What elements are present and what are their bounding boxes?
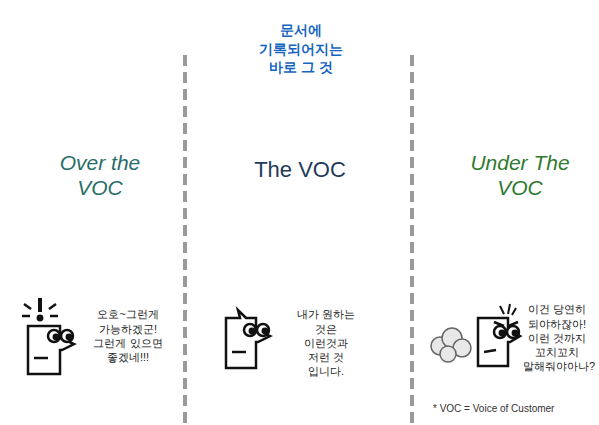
footnote: * VOC = Voice of Customer bbox=[433, 403, 554, 414]
region-ellipse bbox=[273, 56, 597, 272]
region-title: The VOC bbox=[220, 157, 380, 183]
divider-lines bbox=[185, 55, 412, 425]
region-title: Under The VOC bbox=[470, 150, 570, 200]
speech-bubble: 내가 원하는 것은 이런것과 저런 것 입니다. bbox=[290, 300, 362, 386]
speech-bubble: 이건 당연히 되야하잖아! 이런 것까지 꼬치꼬치 말해줘야아나? bbox=[518, 292, 596, 384]
speech-text: 내가 원하는 것은 이런것과 저런 것 입니다. bbox=[295, 307, 357, 378]
divider-line bbox=[183, 55, 187, 425]
annoyed-face bbox=[431, 304, 520, 366]
speech-outline bbox=[272, 300, 362, 386]
steam-puff bbox=[431, 328, 471, 362]
speech-text: 오호~그런게 가능하겠군! 그런게 있으면 좋겠네!!! bbox=[89, 307, 167, 364]
region-ellipse bbox=[189, 71, 442, 284]
speech-outline bbox=[76, 300, 172, 372]
speech-outline bbox=[518, 292, 596, 384]
region-title: Over the VOC bbox=[55, 150, 145, 200]
divider-line bbox=[410, 55, 414, 425]
callout-text: 문서에 기록되어지는 바로 그 것 bbox=[249, 21, 353, 78]
speech-text: 이건 당연히 되야하잖아! 이런 것까지 꼬치꼬치 말해줘야아나? bbox=[523, 302, 591, 373]
speech-bubble: 오호~그런게 가능하겠군! 그런게 있으면 좋겠네!!! bbox=[84, 300, 172, 372]
callout-bubble: 문서에 기록되어지는 바로 그 것 bbox=[236, 3, 366, 103]
surprised-face bbox=[22, 298, 74, 374]
voc-region-ellipse: The VOC bbox=[188, 70, 443, 285]
callout-pointer bbox=[279, 95, 303, 130]
explaining-face bbox=[226, 310, 270, 368]
callout-ellipse bbox=[237, 4, 365, 102]
